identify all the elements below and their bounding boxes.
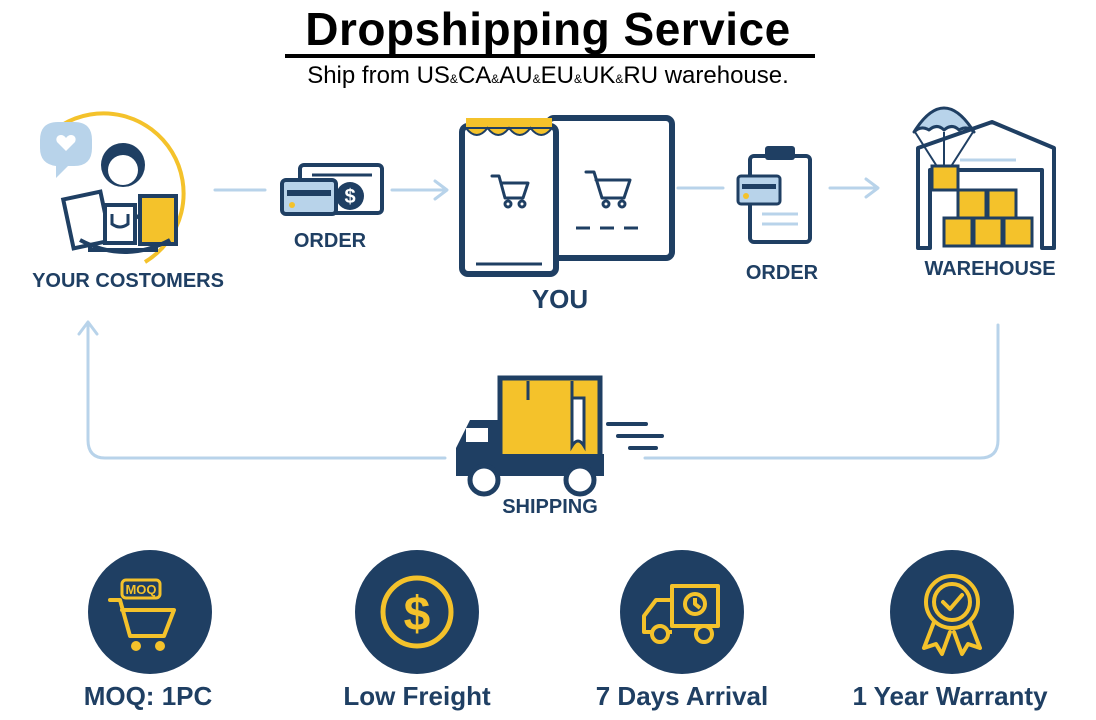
separator: & [449,72,458,86]
region-us: US [416,62,450,89]
region-au: AU [499,62,533,89]
feature-label-moq: MOQ: 1PC [83,681,213,711]
region-ca: CA [457,62,492,89]
warranty-badge-icon [922,574,982,656]
region-uk: UK [582,62,616,89]
subtitle-suffix: warehouse. [658,62,789,89]
cart-wheel [131,641,141,651]
svg-text:$: $ [344,186,355,208]
region-ru: RU [623,62,659,89]
payment-card-icon: $ [280,163,384,216]
feature-circle-moq: MOQ [88,550,212,674]
warehouse-icon [912,106,1056,250]
title-underline [285,54,815,58]
svg-text:$: $ [404,588,431,641]
page-title: Dropshipping Service [305,3,791,55]
feature-circle-freight: $ [355,550,479,674]
shipping-label: SHIPPING [502,496,598,518]
you-label: YOU [531,284,589,314]
dollar-coin-icon [380,575,454,649]
cart-wheel [155,641,165,651]
warehouse-label: WAREHOUSE [924,258,1056,280]
moq-cart-icon [108,598,176,638]
flow-arrows [77,177,1000,460]
moq-badge-text: MOQ [125,582,156,597]
region-eu: EU [540,62,574,89]
subtitle-prefix: Ship from [307,62,417,89]
customer-icon [40,111,186,264]
clipboard-order-icon [736,146,812,244]
page-subtitle: Ship from US&CA&AU&EU&UK&RU warehouse. [0,62,1096,90]
separator: & [574,72,583,86]
feature-circle-warranty [890,550,1014,674]
feature-label-arrival: 7 Days Arrival [595,681,769,711]
separator: & [532,72,541,86]
customers-label: YOUR COSTOMERS [32,270,224,292]
order-label-1: ORDER [293,230,367,252]
feature-label-warranty: 1 Year Warranty [852,681,1048,711]
feature-label-freight: Low Freight [343,681,491,711]
storefront-devices-icon [459,115,675,277]
separator: & [491,72,500,86]
feature-circle-arrival [620,550,744,674]
separator: & [615,72,624,86]
shipping-truck-icon [456,375,664,497]
order-label-2: ORDER [745,262,819,284]
